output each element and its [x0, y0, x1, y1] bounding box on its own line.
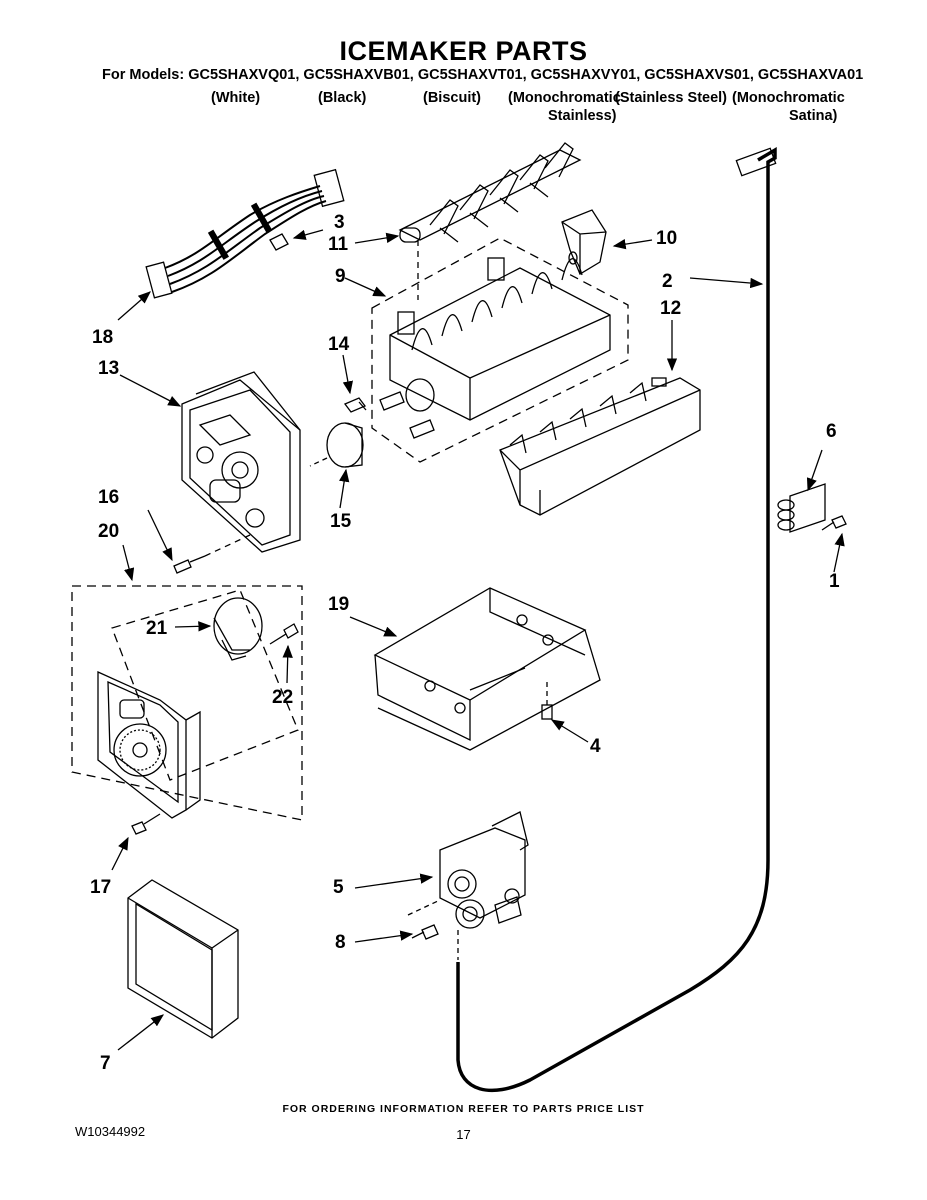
shutoff-motor-part	[309, 422, 364, 468]
wire-harness-part	[145, 168, 345, 299]
screw-17	[131, 813, 161, 835]
color-label-stainless: (Stainless Steel)	[615, 90, 728, 106]
callout-leaders	[111, 229, 845, 1051]
page-title: ICEMAKER PARTS	[339, 36, 588, 66]
callout-19: 19	[328, 594, 349, 615]
callout-11: 11	[328, 234, 349, 255]
callout-14: 14	[328, 334, 350, 355]
control-housing-part	[181, 371, 301, 553]
model-colors: (White) (Black) (Biscuit) (Monochromatic…	[0, 90, 927, 130]
ice-stripper-part	[499, 377, 701, 516]
color-label-stainless-2: Stainless)	[548, 108, 617, 124]
page-number: 17	[456, 1127, 471, 1142]
callout-13: 13	[98, 358, 119, 379]
screw-8	[411, 924, 439, 940]
module-motor-part	[213, 597, 263, 661]
color-label-white: (White)	[211, 90, 261, 106]
mounting-plate-part	[373, 587, 601, 751]
icemaker-cover-part	[127, 879, 239, 1039]
callout-9: 9	[335, 266, 346, 287]
callout-3: 3	[334, 212, 345, 233]
callout-17: 17	[90, 877, 111, 898]
callout-20: 20	[98, 521, 119, 542]
ejector-part	[398, 142, 582, 300]
callout-16: 16	[98, 487, 119, 508]
module-assembly-box	[71, 585, 303, 821]
callout-1: 1	[829, 571, 840, 592]
callout-4: 4	[590, 736, 601, 757]
fill-cup-part	[561, 209, 607, 275]
control-module-part	[97, 670, 201, 819]
ordering-note: FOR ORDERING INFORMATION REFER TO PARTS …	[282, 1103, 645, 1115]
callout-10: 10	[656, 228, 677, 249]
callout-18: 18	[92, 327, 113, 348]
ice-mold-part	[379, 257, 611, 439]
screw-16	[173, 534, 251, 574]
color-label-black: (Black)	[318, 90, 367, 106]
document-number: W10344992	[75, 1124, 146, 1139]
fill-tube-part	[456, 146, 777, 1093]
callout-7: 7	[100, 1053, 111, 1074]
tube-clamp-part	[777, 483, 826, 533]
mold-assembly-box	[371, 237, 629, 463]
callout-21: 21	[146, 618, 168, 639]
screw-1	[821, 515, 847, 531]
models-line: For Models: GC5SHAXVQ01, GC5SHAXVB01, GC…	[102, 67, 864, 83]
callout-2: 2	[662, 271, 673, 292]
callout-22: 22	[272, 687, 293, 708]
callout-15: 15	[330, 511, 352, 532]
thermostat-part	[343, 397, 367, 413]
color-label-satina: Satina)	[789, 108, 838, 124]
color-label-biscuit: (Biscuit)	[423, 90, 481, 106]
color-label-mono-2: (Monochromatic	[732, 90, 845, 106]
callout-5: 5	[333, 877, 344, 898]
screw-4	[541, 680, 553, 720]
callout-6: 6	[826, 421, 837, 442]
callout-12: 12	[660, 298, 681, 319]
water-valve-part	[407, 811, 529, 960]
color-label-mono-1: (Monochromatic	[508, 90, 621, 106]
screw-22	[269, 623, 299, 645]
callout-8: 8	[335, 932, 346, 953]
